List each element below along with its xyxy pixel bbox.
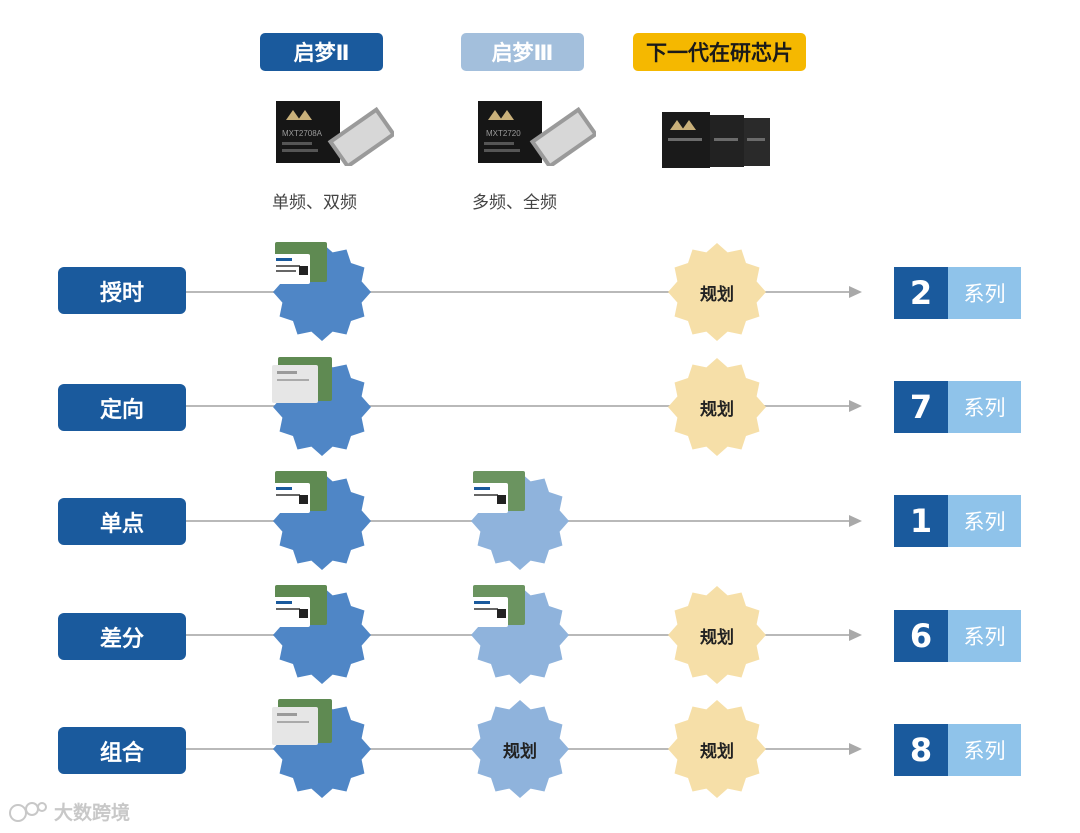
row-label-single-point: 单点 [58,498,186,545]
module-badge-qimeng-2 [272,357,372,457]
series-count-value: 6 [894,610,948,662]
arrow-right-icon [849,743,862,755]
series-unit-label: 系列 [948,724,1021,776]
gnss-module-icon [470,471,525,513]
arrow-right-icon [849,515,862,527]
module-badge-qimeng-2 [272,471,372,571]
chip-marking-mxt2708a: MXT2708A [282,129,323,138]
arrow-right-icon [849,400,862,412]
gnss-module-icon [272,699,332,745]
gnss-module-icon [272,471,327,513]
module-badge-qimeng-3 [470,585,570,685]
watermark-text: 大数跨境 [54,802,131,824]
planned-label: 规划 [700,627,734,648]
row-connector-line [186,291,850,293]
module-badge-qimeng-2 [272,242,372,342]
series-count-timing: 2 系列 [894,267,1021,319]
row-connector-line [186,405,850,407]
watermark: 大数跨境 [8,798,130,825]
header-qimeng-2: 启梦Ⅱ [260,33,383,71]
chip-image-next-gen [662,108,772,172]
header-next-gen-chip: 下一代在研芯片 [633,33,806,71]
series-count-differential: 6 系列 [894,610,1021,662]
series-unit-label: 系列 [948,267,1021,319]
series-count-value: 2 [894,267,948,319]
watermark-logo-icon [9,801,47,822]
row-label-differential: 差分 [58,613,186,660]
planned-badge-next-gen: 规划 [667,357,767,457]
series-count-value: 1 [894,495,948,547]
gnss-module-icon [272,242,327,284]
row-label-timing: 授时 [58,267,186,314]
planned-label: 规划 [700,399,734,420]
chip-marking-mxt2720: MXT2720 [486,129,521,138]
arrow-right-icon [849,629,862,641]
row-label-integrated: 组合 [58,727,186,774]
series-unit-label: 系列 [948,495,1021,547]
chip-image-qimeng-3: MXT2720 [478,98,599,170]
series-count-value: 8 [894,724,948,776]
planned-label: 规划 [700,284,734,305]
gnss-module-icon [272,585,327,627]
series-count-integrated: 8 系列 [894,724,1021,776]
caption-multi-full-frequency: 多频、全频 [472,193,557,213]
row-label-heading: 定向 [58,384,186,431]
arrow-right-icon [849,286,862,298]
series-unit-label: 系列 [948,381,1021,433]
planned-label: 规划 [503,741,537,762]
planned-badge-next-gen: 规划 [667,242,767,342]
header-qimeng-3: 启梦Ⅲ [461,33,584,71]
planned-badge-qimeng-3: 规划 [470,699,570,799]
module-badge-qimeng-2 [272,699,372,799]
series-count-heading: 7 系列 [894,381,1021,433]
series-count-value: 7 [894,381,948,433]
planned-badge-next-gen: 规划 [667,699,767,799]
planned-label: 规划 [700,741,734,762]
gnss-module-icon [272,357,332,403]
gnss-module-icon [470,585,525,627]
module-badge-qimeng-3 [470,471,570,571]
series-unit-label: 系列 [948,610,1021,662]
chip-image-qimeng-2: MXT2708A [276,98,397,170]
caption-single-dual-frequency: 单频、双频 [272,193,357,213]
series-count-single-point: 1 系列 [894,495,1021,547]
planned-badge-next-gen: 规划 [667,585,767,685]
module-badge-qimeng-2 [272,585,372,685]
